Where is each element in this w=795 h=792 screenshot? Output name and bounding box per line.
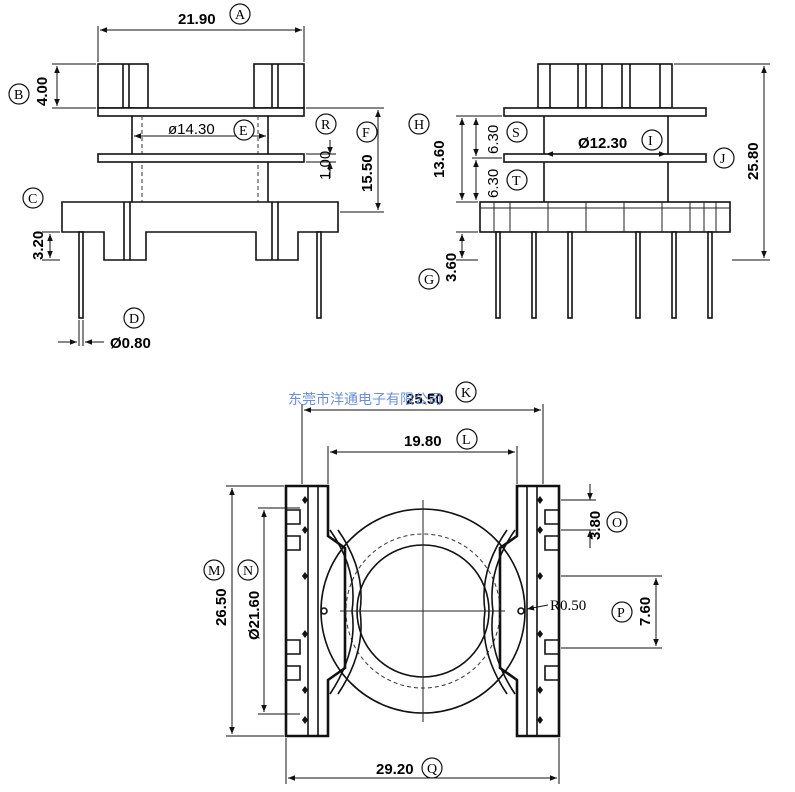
label-r: R [315, 113, 337, 135]
svg-text:F: F [362, 126, 370, 141]
label-k: K [455, 381, 477, 403]
dim-h-text: 13.60 [431, 140, 448, 178]
svg-text:A: A [235, 8, 246, 23]
label-d: D [123, 307, 145, 329]
dim-n-text: Ø21.60 [246, 591, 263, 640]
svg-text:B: B [14, 88, 23, 103]
dim-s-text: 6.30 [485, 125, 502, 154]
label-i: I [641, 129, 663, 151]
dim-f-text: 15.50 [359, 154, 376, 192]
svg-text:K: K [461, 386, 471, 401]
svg-text:L: L [462, 433, 471, 448]
dim-r-text: 1.00 [317, 151, 334, 180]
dim-t-text: 6.30 [485, 169, 502, 198]
svg-text:P: P [617, 606, 625, 621]
dim-m-text: 26.50 [213, 588, 230, 626]
label-o: O [606, 511, 628, 533]
label-l: L [456, 428, 478, 450]
label-c: C [22, 187, 44, 209]
dim-k-text: 25.50 [406, 391, 444, 408]
svg-text:C: C [28, 192, 37, 207]
svg-text:M: M [208, 564, 221, 579]
svg-text:R: R [321, 118, 331, 133]
dim-d-text: Ø0.80 [110, 335, 151, 352]
svg-text:O: O [612, 516, 622, 531]
dim-p-text: 7.60 [637, 597, 654, 626]
label-m: M [203, 559, 225, 581]
label-j: J [713, 147, 735, 169]
label-e: E [233, 119, 255, 141]
label-g: G [418, 268, 440, 290]
dim-l-text: 19.80 [404, 433, 442, 450]
dim-e-text: ø14.30 [168, 121, 215, 138]
dim-i-text: Ø12.30 [578, 135, 627, 152]
svg-text:D: D [129, 312, 139, 327]
dim-c-text: 3.20 [30, 231, 47, 260]
dim-g-text: 3.60 [443, 253, 460, 282]
svg-text:G: G [424, 273, 434, 288]
label-a: A [229, 3, 251, 25]
top-view [284, 484, 561, 738]
dim-radius-text: R0.50 [550, 598, 586, 614]
svg-text:H: H [414, 118, 424, 133]
label-s: S [506, 121, 528, 143]
front-view [61, 63, 339, 319]
dim-a-text: 21.90 [178, 11, 216, 28]
dim-b-text: 4.00 [34, 77, 51, 106]
svg-text:Q: Q [427, 762, 437, 777]
svg-text:T: T [512, 174, 521, 189]
svg-text:J: J [720, 152, 726, 167]
label-b: B [8, 83, 30, 105]
top-view-dimensions: 25.50 19.80 26.50 Ø21.60 3.80 7.60 R0.50 [213, 391, 662, 784]
letter-labels: A B C D E R F H S T I J G K L M N O P Q [8, 3, 735, 779]
svg-text:E: E [239, 124, 248, 139]
label-t: T [506, 169, 528, 191]
label-f: F [356, 121, 378, 143]
label-p: P [611, 601, 633, 623]
svg-text:N: N [243, 564, 253, 579]
front-view-dimensions: 21.90 4.00 ø14.30 1.00 15.50 3.20 Ø0.80 [30, 11, 384, 352]
label-n: N [237, 559, 259, 581]
side-view [479, 63, 731, 319]
side-view-dimensions: 13.60 6.30 6.30 Ø12.30 25.80 3.60 [431, 63, 770, 282]
dim-j-text: 25.80 [745, 142, 762, 180]
svg-text:I: I [648, 134, 653, 149]
dim-q-text: 29.20 [376, 761, 414, 778]
dim-o-text: 3.80 [587, 511, 604, 540]
watermark-text: 东莞市洋通电子有限公司 [288, 391, 442, 408]
label-h: H [408, 113, 430, 135]
svg-text:S: S [512, 126, 520, 141]
label-q: Q [421, 757, 443, 779]
